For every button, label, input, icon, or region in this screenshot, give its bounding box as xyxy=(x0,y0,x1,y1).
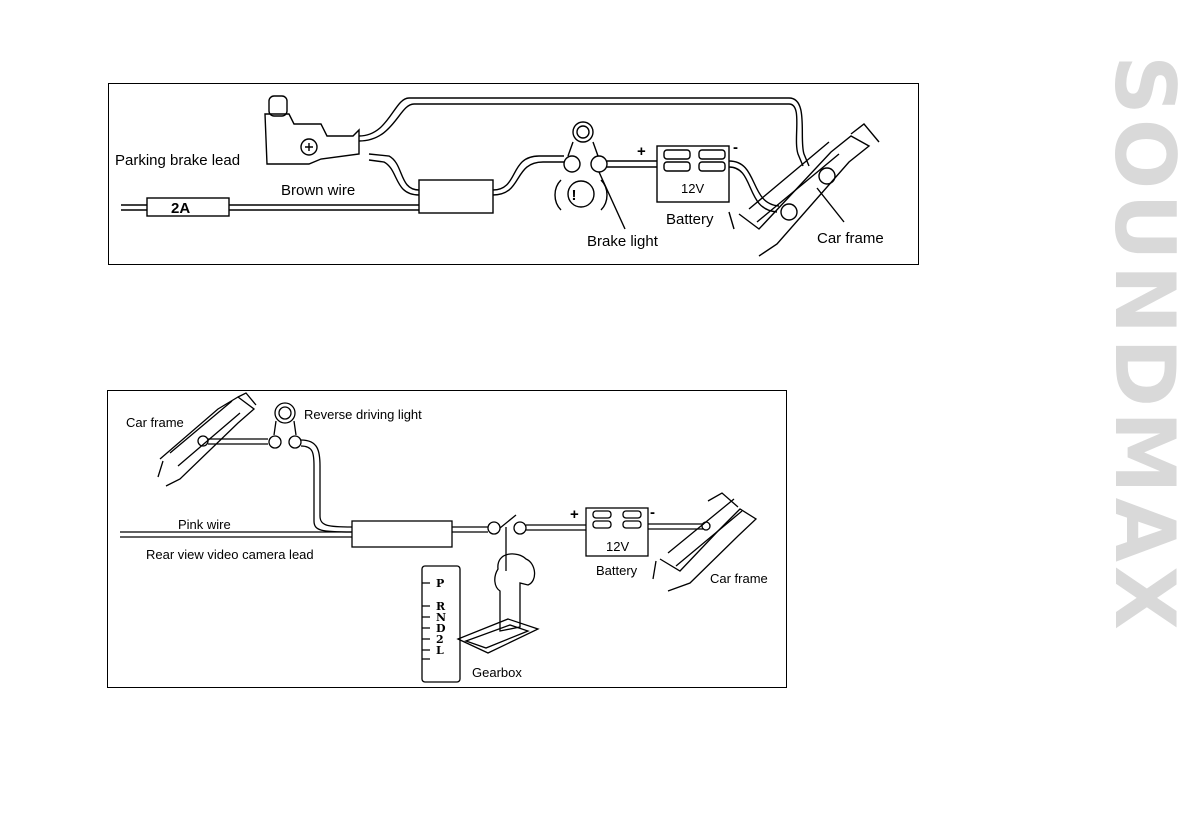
car-frame-left xyxy=(159,396,256,487)
brand-text: SOUNDMAX xyxy=(1108,55,1178,634)
battery-2 xyxy=(585,507,649,557)
car-frame-1 xyxy=(738,135,871,257)
battery-plus-label-2: + xyxy=(570,506,579,523)
fuse-label: 2A xyxy=(171,200,190,217)
car-frame-label: Car frame xyxy=(817,230,884,247)
battery-label-2: Battery xyxy=(596,563,638,578)
pink-wire-label: Pink wire xyxy=(178,517,231,532)
gear-label-n: N xyxy=(436,611,446,624)
relay-box xyxy=(418,179,494,214)
battery-1 xyxy=(656,145,730,203)
brake-switch-plunger xyxy=(268,95,288,117)
camera-lead-label: Rear view video camera lead xyxy=(146,547,314,562)
brown-wire-label: Brown wire xyxy=(281,182,355,199)
gearbox-plate xyxy=(456,618,540,654)
battery-label: Battery xyxy=(666,211,714,228)
gear-selector-strip xyxy=(421,565,461,683)
gear-label-r: R xyxy=(436,600,446,613)
relay-box-2 xyxy=(351,520,453,548)
car-frame-right-label: Car frame xyxy=(710,571,768,586)
reverse-camera-diagram: Car frame Reverse driving light Pink wir… xyxy=(107,390,787,688)
brake-light-bulb xyxy=(572,121,594,143)
battery-voltage-label: 12V xyxy=(681,181,704,196)
warning-symbol: ! xyxy=(572,187,577,204)
gear-label-l: L xyxy=(436,644,444,657)
reverse-light-bulb xyxy=(274,402,296,424)
parking-brake-diagram: ! Parking brake lead 2A Brown wire Brake… xyxy=(108,83,919,265)
gear-label-d: D xyxy=(436,622,446,635)
gearbox-label: Gearbox xyxy=(472,665,522,680)
car-frame-right xyxy=(659,508,758,592)
gear-lever xyxy=(494,553,536,632)
gear-label-p: P xyxy=(436,577,444,590)
battery-minus-label: - xyxy=(733,139,738,156)
gear-label-2: 2 xyxy=(436,633,444,646)
brake-switch-body xyxy=(264,113,360,165)
parking-brake-lead-label: Parking brake lead xyxy=(115,152,240,169)
fuse-2a xyxy=(146,197,230,217)
battery-minus-label-2: - xyxy=(650,504,655,521)
battery-plus-label: + xyxy=(637,143,646,160)
battery-voltage-label-2: 12V xyxy=(606,539,629,554)
parking-brake-wiring-svg: ! Parking brake lead 2A Brown wire Brake… xyxy=(115,95,884,257)
car-frame-left-label: Car frame xyxy=(126,415,184,430)
reverse-camera-wiring-svg: Car frame Reverse driving light Pink wir… xyxy=(120,392,768,683)
reverse-light-label: Reverse driving light xyxy=(304,407,422,422)
brake-light-label: Brake light xyxy=(587,233,659,250)
brand-logo: SOUNDMAX xyxy=(1108,55,1178,634)
